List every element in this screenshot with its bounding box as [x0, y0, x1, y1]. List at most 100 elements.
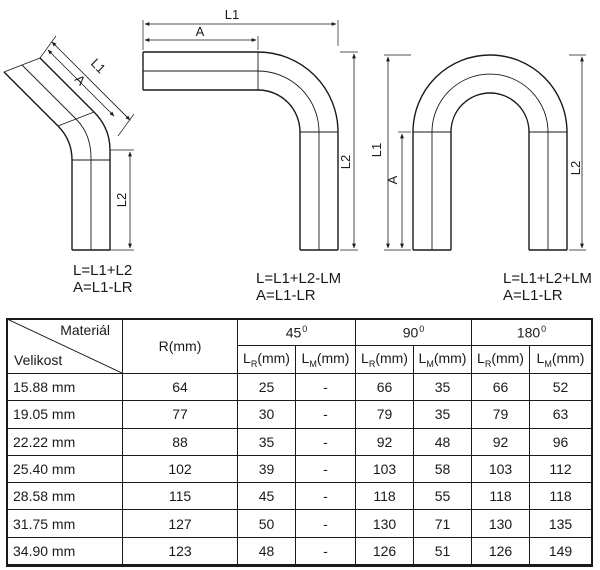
sub-header-row: LR(mm) LM(mm) LR(mm) LM(mm) LR(mm) LM(mm…	[7, 345, 592, 374]
bend-45-label-l2: L2	[114, 193, 129, 207]
cell-radius: 88	[122, 427, 238, 456]
bend-45-label-a: A	[72, 72, 89, 89]
angle-90-header: 900	[355, 318, 472, 346]
cell-radius: 77	[122, 400, 238, 429]
cell-radius: 115	[122, 482, 238, 511]
bend-180-drawing	[384, 54, 586, 251]
formula-line: L=L1+L2	[73, 262, 133, 279]
cell-lr-90: 130	[355, 509, 414, 538]
cell-size: 34.90 mm	[6, 536, 123, 566]
bend-180-formula: L=L1+L2+LM A=L1-LR	[503, 270, 592, 304]
cell-lm-90: 55	[413, 482, 472, 511]
lr-header: LR(mm)	[237, 345, 296, 374]
bend-45-formula: L=L1+L2 A=L1-LR	[73, 262, 133, 296]
cell-lm-45: -	[295, 454, 356, 484]
cell-lr-45: 48	[237, 536, 296, 566]
formula-line: L=L1+L2-LM	[256, 270, 342, 287]
bend-45-label-l1: L1	[88, 56, 109, 77]
degree-mark: 0	[302, 323, 308, 334]
cell-lr-90: 126	[355, 536, 414, 566]
bend-180-label-l1: L1	[369, 143, 384, 157]
cell-lm-90: 58	[413, 454, 472, 484]
cell-lr-45: 45	[237, 482, 296, 511]
cell-lm-180: 96	[529, 427, 592, 456]
lr-header: LR(mm)	[471, 345, 530, 374]
bend-45-drawing	[3, 35, 135, 251]
degree-mark: 0	[541, 323, 547, 334]
lm-header: LM(mm)	[295, 345, 356, 374]
cell-lr-45: 39	[237, 454, 296, 484]
cell-lr-180: 103	[471, 454, 530, 484]
cell-radius: 102	[122, 454, 238, 484]
cell-lm-180: 112	[529, 454, 592, 484]
cell-lm-45: -	[295, 482, 356, 511]
cell-lr-180: 66	[471, 372, 530, 402]
cell-lr-90: 66	[355, 372, 414, 402]
cell-lm-180: 52	[529, 372, 592, 402]
angle-value: 90	[402, 324, 419, 341]
cell-lr-90: 103	[355, 454, 414, 484]
cell-lm-45: -	[295, 427, 356, 456]
cell-size: 31.75 mm	[6, 509, 123, 538]
formula-line: A=L1-LR	[503, 287, 563, 304]
cell-lr-45: 35	[237, 427, 296, 456]
angle-45-header: 450	[237, 318, 356, 346]
lr-header: LR(mm)	[355, 345, 414, 374]
pipe-bend-diagrams: A L1 L2 L1 A L2	[3, 7, 586, 251]
cell-lm-90: 51	[413, 536, 472, 566]
cell-radius: 127	[122, 509, 238, 538]
corner-diagonal	[7, 319, 122, 373]
cell-size: 25.40 mm	[6, 454, 123, 484]
cell-lr-180: 79	[471, 400, 530, 429]
lm-header: LM(mm)	[413, 345, 472, 374]
cell-lm-180: 118	[529, 482, 592, 511]
cell-size: 15.88 mm	[6, 372, 123, 402]
radius-header: R(mm)	[122, 318, 238, 374]
cell-lm-90: 35	[413, 372, 472, 402]
formula-line: A=L1-LR	[256, 287, 316, 304]
formula-line: A=L1-LR	[73, 279, 133, 296]
cell-lm-45: -	[295, 509, 356, 538]
cell-lr-180: 118	[471, 482, 530, 511]
cell-lm-45: -	[295, 536, 356, 566]
cell-lm-45: -	[295, 400, 356, 429]
cell-lm-45: -	[295, 372, 356, 402]
bend-180-label-l2: L2	[568, 161, 583, 175]
bend-spec-table: Materiál Velikost R(mm) 450 900 1800 LR(…	[6, 318, 592, 566]
angle-value: 45	[285, 324, 302, 341]
cell-lm-90: 35	[413, 400, 472, 429]
cell-size: 28.58 mm	[6, 482, 123, 511]
cell-lm-90: 48	[413, 427, 472, 456]
cell-lr-180: 130	[471, 509, 530, 538]
degree-mark: 0	[419, 323, 425, 334]
bend-90-label-l1: L1	[225, 7, 239, 22]
angle-180-header: 1800	[471, 318, 592, 346]
cell-lr-90: 79	[355, 400, 414, 429]
cell-lr-180: 92	[471, 427, 530, 456]
cell-radius: 64	[122, 372, 238, 402]
bend-90-label-a: A	[196, 24, 205, 39]
bend-90-label-l2: L2	[338, 155, 353, 169]
angle-value: 180	[516, 324, 541, 341]
bend-90-drawing	[142, 20, 358, 251]
corner-size-label: Velikost	[14, 352, 63, 368]
corner-material-label: Materiál	[60, 322, 110, 338]
formula-line: L=L1+L2+LM	[503, 270, 592, 287]
bend-180-label-a: A	[385, 175, 400, 184]
cell-size: 22.22 mm	[6, 427, 123, 456]
bend-90-formula: L=L1+L2-LM A=L1-LR	[256, 270, 341, 304]
cell-lm-90: 71	[413, 509, 472, 538]
cell-size: 19.05 mm	[6, 400, 123, 429]
cell-radius: 123	[122, 536, 238, 566]
lm-header: LM(mm)	[529, 345, 592, 374]
cell-lr-180: 126	[471, 536, 530, 566]
cell-lr-45: 50	[237, 509, 296, 538]
